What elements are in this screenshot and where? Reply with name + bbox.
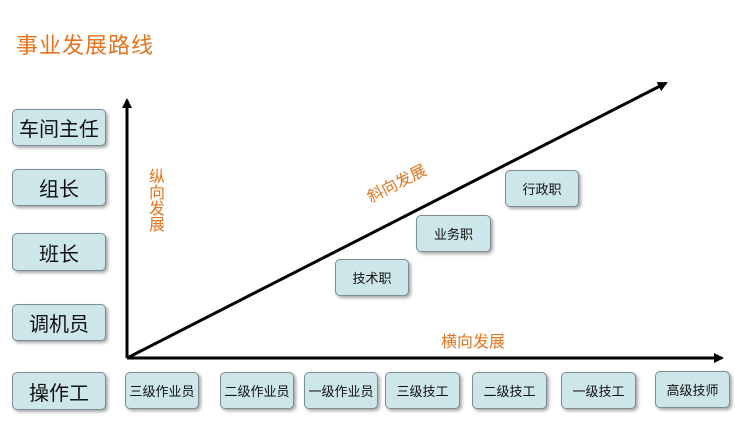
position-box-grade2-worker: 二级作业员 (220, 372, 294, 409)
position-box-grade2-technician: 二级技工 (472, 372, 547, 409)
position-box-administrative: 行政职 (505, 170, 579, 207)
position-box-business: 业务职 (416, 215, 491, 252)
horizontal-development-label: 横向发展 (441, 332, 506, 351)
level-box-operator: 操作工 (12, 372, 106, 410)
level-box-shift-leader: 班长 (12, 233, 106, 271)
position-box-grade1-technician: 一级技工 (561, 372, 636, 409)
position-box-technical: 技术职 (335, 259, 409, 296)
level-box-workshop-director: 车间主任 (12, 109, 106, 146)
level-box-team-leader: 组长 (12, 169, 106, 206)
position-box-grade1-worker: 一级作业员 (304, 372, 378, 409)
level-box-machine-adjuster: 调机员 (12, 304, 106, 341)
position-box-grade3-technician: 三级技工 (385, 372, 460, 409)
position-box-grade3-worker: 三级作业员 (125, 372, 199, 409)
vertical-development-label: 纵向发展 (146, 168, 165, 232)
position-box-senior-technician: 高级技师 (655, 371, 730, 408)
page-title: 事业发展路线 (16, 34, 155, 59)
diagonal-axis (126, 81, 668, 360)
